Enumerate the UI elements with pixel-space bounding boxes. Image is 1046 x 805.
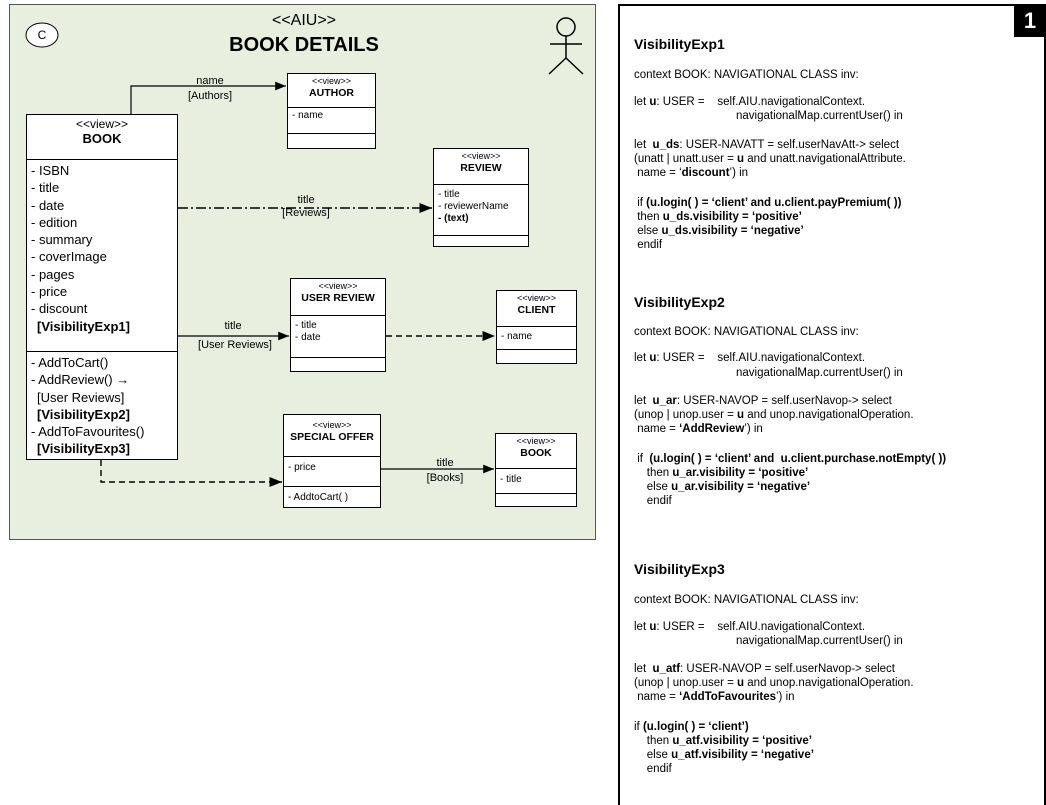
context-badge-circle — [25, 22, 59, 48]
exp2-let-u: let u: USER = self.AIU.navigationalConte… — [634, 352, 866, 364]
author-attr-name: - name — [292, 110, 324, 121]
review-name: REVIEW — [460, 162, 502, 174]
book-op-addtofavourites-visibility: [VisibilityExp3] — [37, 441, 130, 457]
book-small-stereotype: <<view>> — [516, 436, 556, 446]
exp2-context: context BOOK: NAVIGATIONAL CLASS inv: — [634, 326, 859, 338]
exp1-then: then u_ds.visibility = ‘positive’ — [634, 211, 802, 223]
book-attr-date: - date — [31, 197, 65, 213]
link-book-target: [Books] — [426, 472, 464, 484]
exp3-else: else u_atf.visibility = ‘negative’ — [634, 749, 814, 761]
exp3-endif: endif — [634, 763, 672, 775]
special-offer-name: SPECIAL OFFER — [290, 431, 374, 443]
review-stereotype: <<view>> — [461, 151, 501, 161]
book-small-view: <<view>> BOOK - title — [495, 433, 577, 507]
exp1-endif: endif — [634, 239, 663, 251]
book-small-attr-title: - title — [500, 474, 522, 485]
link-book-label: title — [436, 457, 454, 469]
client-stereotype: <<view>> — [516, 293, 557, 303]
exp3-select: (unop | unop.user = u and unop.navigatio… — [634, 677, 914, 689]
book-attr-discount: - discount — [31, 301, 88, 317]
link-user-review-label: title — [224, 320, 242, 332]
book-stereotype: <<view>> — [75, 117, 129, 131]
link-special-offer — [100, 460, 282, 488]
review-attr-text: - (text) — [438, 213, 469, 224]
exp3-let-u-cont: navigationalMap.currentUser() in — [736, 635, 903, 647]
link-author — [130, 81, 286, 114]
exp3-let-u: let u: USER = self.AIU.navigationalConte… — [634, 621, 866, 633]
exp1-let-uds: let u_ds: USER-NAVATT = self.userNavAtt-… — [634, 139, 900, 151]
book-name: BOOK — [82, 131, 122, 146]
book-op-addtofavourites: - AddToFavourites() — [31, 424, 145, 440]
exp2-let-uar: let u_ar: USER-NAVOP = self.userNavop-> … — [634, 395, 892, 407]
review-attr-reviewername: - reviewerName — [438, 201, 509, 212]
book-attr-edition: - edition — [31, 214, 78, 230]
panel-number: 1 — [1014, 4, 1046, 37]
user-review-stereotype: <<view>> — [318, 281, 358, 291]
special-offer-attr-price: - price — [288, 462, 316, 473]
exp1-else: else u_ds.visibility = ‘negative’ — [634, 225, 804, 237]
book-attr-title: - title — [31, 180, 60, 196]
client-attr-name: - name — [501, 331, 533, 342]
link-author-label: name — [196, 75, 224, 87]
book-small-name: BOOK — [520, 447, 552, 459]
link-review-target: [Reviews] — [282, 207, 330, 219]
exp1-if: if (u.login( ) = ‘client’ and u.client.p… — [634, 197, 902, 209]
exp1-let-u: let u: USER = self.AIU.navigationalConte… — [634, 96, 866, 108]
exp2-endif: endif — [634, 495, 672, 507]
client-name: CLIENT — [517, 304, 556, 316]
special-offer-stereotype: <<view>> — [312, 420, 352, 430]
actor-icon — [548, 17, 584, 75]
user-review-view: <<view>> USER REVIEW - title - date — [290, 278, 386, 372]
exp1-context: context BOOK: NAVIGATIONAL CLASS inv: — [634, 69, 859, 81]
user-review-name: USER REVIEW — [301, 292, 375, 304]
exp2-heading: VisibilityExp2 — [634, 294, 725, 310]
exp3-let-uatf: let u_atf: USER-NAVOP = self.userNavop->… — [634, 663, 895, 675]
author-stereotype: <<view>> — [311, 76, 352, 86]
exp2-name: name = ‘AddReview’) in — [634, 423, 763, 435]
user-review-attr-title: - title — [295, 320, 317, 331]
aiu-stereotype: <<AIU>> — [271, 12, 337, 29]
book-op-addtocart: - AddToCart() — [31, 355, 109, 370]
book-attr-price: - price — [31, 284, 68, 300]
review-attr-title: - title — [438, 189, 460, 200]
context-badge: C — [37, 28, 47, 42]
exp3-heading: VisibilityExp3 — [634, 561, 725, 577]
special-offer-view: <<view>> SPECIAL OFFER - price - AddtoCa… — [283, 414, 381, 508]
exp2-if: if (u.login( ) = ‘client’ and u.client.p… — [634, 453, 947, 465]
link-author-target: [Authors] — [187, 90, 233, 102]
visibility-expressions-panel — [618, 4, 1046, 805]
client-view: <<view>> CLIENT - name — [496, 290, 577, 364]
book-view: <<view>> BOOK - ISBN - title - date - ed… — [26, 114, 178, 460]
exp3-name: name = ‘AddToFavourites’) in — [634, 691, 795, 703]
exp3-then: then u_atf.visibility = ‘positive’ — [634, 735, 812, 747]
link-user-review-target: [User Reviews] — [198, 339, 272, 351]
exp1-name: name = ‘discount’) in — [634, 167, 749, 179]
user-review-attr-date: - date — [295, 332, 321, 343]
special-offer-op-addtocart: - AddtoCart( ) — [288, 492, 349, 503]
book-op-addreview-visibility: [VisibilityExp2] — [37, 406, 130, 422]
exp2-then: then u_ar.visibility = ‘positive’ — [634, 467, 809, 479]
book-attr-coverimage: - coverImage — [31, 249, 107, 265]
book-op-addreview-target: [User Reviews] — [37, 389, 125, 405]
author-view: <<view>> AUTHOR - name — [287, 73, 376, 149]
exp1-let-u-cont: navigationalMap.currentUser() in — [736, 110, 903, 122]
exp2-else: else u_ar.visibility = ‘negative’ — [634, 481, 811, 493]
exp1-select: (unatt | unatt.user = u and unatt.naviga… — [634, 153, 906, 165]
exp2-let-u-cont: navigationalMap.currentUser() in — [736, 367, 903, 379]
author-name: AUTHOR — [309, 87, 354, 99]
exp1-heading: VisibilityExp1 — [634, 36, 725, 52]
link-review-label: title — [297, 194, 315, 206]
review-view: <<view>> REVIEW - title - reviewerName -… — [433, 148, 529, 247]
exp3-context: context BOOK: NAVIGATIONAL CLASS inv: — [634, 594, 859, 606]
book-attr-summary: - summary — [31, 232, 93, 248]
exp3-if: if (u.login( ) = ‘client’) — [634, 721, 749, 733]
aiu-title: BOOK DETAILS — [229, 34, 379, 56]
book-attr-isbn: - ISBN — [31, 163, 70, 178]
book-attr-visibility: [VisibilityExp1] — [37, 318, 130, 334]
book-attr-pages: - pages — [31, 266, 75, 282]
book-op-addreview: - AddReview() → — [31, 372, 130, 388]
exp2-select: (unop | unop.user = u and unop.navigatio… — [634, 409, 914, 421]
